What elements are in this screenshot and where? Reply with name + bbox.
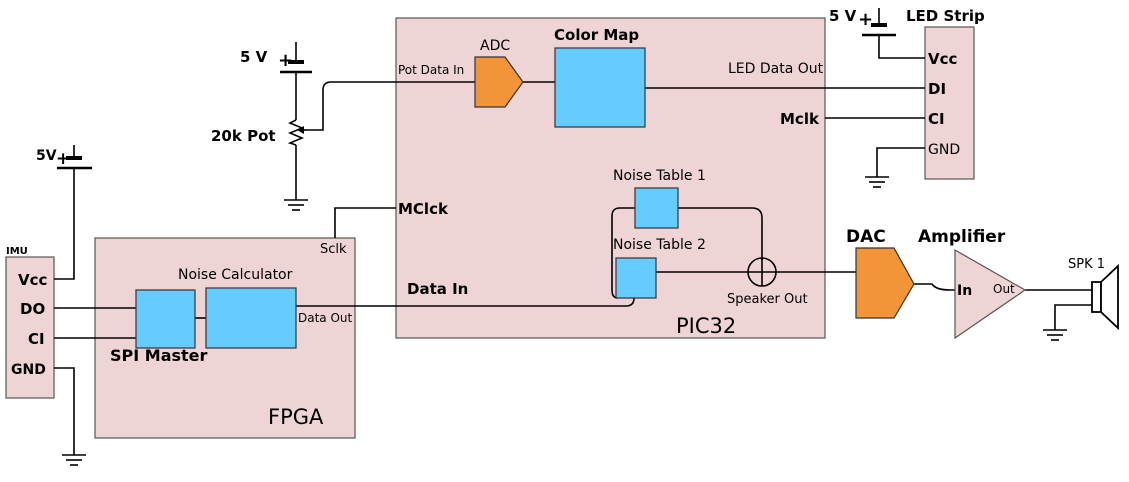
led-vcc-pin: Vcc <box>928 50 957 68</box>
pot-data-wire <box>305 81 475 131</box>
data-in-label: Data In <box>407 280 468 298</box>
dac-label: DAC <box>846 227 886 247</box>
noise-calculator-label: Noise Calculator <box>178 267 293 283</box>
speaker-out-label: Speaker Out <box>727 292 808 307</box>
adc-converter <box>474 56 524 108</box>
pot-plus-label: + <box>278 50 293 71</box>
led-gnd-wire <box>876 147 925 177</box>
pic32-label: PIC32 <box>676 314 736 338</box>
ground-icon-imu <box>62 454 86 466</box>
noise-table-1-label: Noise Table 1 <box>613 168 706 184</box>
sclk-wire <box>334 207 396 238</box>
pot-data-in-label: Pot Data In <box>398 63 464 77</box>
led-gnd-pin: GND <box>928 142 960 158</box>
noise-loop-left <box>611 207 635 299</box>
noise-table-2-label: Noise Table 2 <box>613 237 706 253</box>
led-vcc-wire <box>878 35 925 59</box>
battery-icon-pot <box>280 42 312 74</box>
battery-icon-led <box>862 8 896 37</box>
amplifier-label: Amplifier <box>918 227 1006 247</box>
color-map-module <box>554 47 646 128</box>
speaker-label: SPK 1 <box>1068 257 1105 272</box>
led-di-pin: DI <box>928 80 946 98</box>
noise-loop-right <box>678 207 763 260</box>
imu-block <box>5 256 55 399</box>
mclck-label: MClck <box>398 200 449 218</box>
imu-vcc-wire <box>54 168 75 280</box>
dac-converter <box>855 247 915 319</box>
led-strip-block <box>924 26 975 180</box>
noise-table-1-module <box>634 187 679 229</box>
led-data-out-label: LED Data Out <box>728 61 824 77</box>
amp-out-label: Out <box>993 282 1015 296</box>
amp-in-label: In <box>957 283 972 299</box>
summing-junction <box>747 257 777 287</box>
noise-table-2-module <box>615 257 657 299</box>
imu-label: IMU <box>6 246 28 257</box>
led-strip-label: LED Strip <box>906 7 985 25</box>
speaker-icon <box>1091 263 1119 331</box>
battery-icon-imu <box>57 145 92 170</box>
sclk-label: Sclk <box>320 242 347 257</box>
ground-icon-pot <box>284 199 308 211</box>
imu-gnd-wire <box>54 367 75 455</box>
spi-master-module <box>135 289 196 349</box>
data-in-wire <box>296 297 635 307</box>
amplifier-triangle <box>954 248 1027 340</box>
imu-do-pin: DO <box>20 300 45 318</box>
noise-calculator-module <box>205 287 297 349</box>
pot-label: 20k Pot <box>211 127 276 145</box>
color-map-label: Color Map <box>554 26 639 44</box>
led-ci-pin: CI <box>928 110 945 128</box>
potentiometer-icon <box>287 119 306 146</box>
imu-plus-label: + <box>56 149 70 169</box>
fpga-label: FPGA <box>268 405 324 429</box>
led-plus-label: + <box>858 9 873 30</box>
imu-supply-label: 5V <box>36 148 57 164</box>
ground-icon-led <box>865 176 889 188</box>
imu-vcc-pin: Vcc <box>18 271 47 289</box>
imu-gnd-pin: GND <box>11 362 46 378</box>
adc-label: ADC <box>480 38 510 54</box>
dac-to-amp-wire <box>914 283 955 291</box>
pot-supply-label: 5 V <box>240 48 268 66</box>
led-supply-label: 5 V <box>829 7 857 25</box>
imu-ci-pin: CI <box>28 330 45 348</box>
mclk-label: Mclk <box>780 110 820 128</box>
speaker-gnd-wire <box>1054 304 1092 330</box>
data-out-label: Data Out <box>298 311 353 325</box>
spi-master-label: SPI Master <box>110 346 208 365</box>
ground-icon-speaker <box>1043 329 1067 341</box>
